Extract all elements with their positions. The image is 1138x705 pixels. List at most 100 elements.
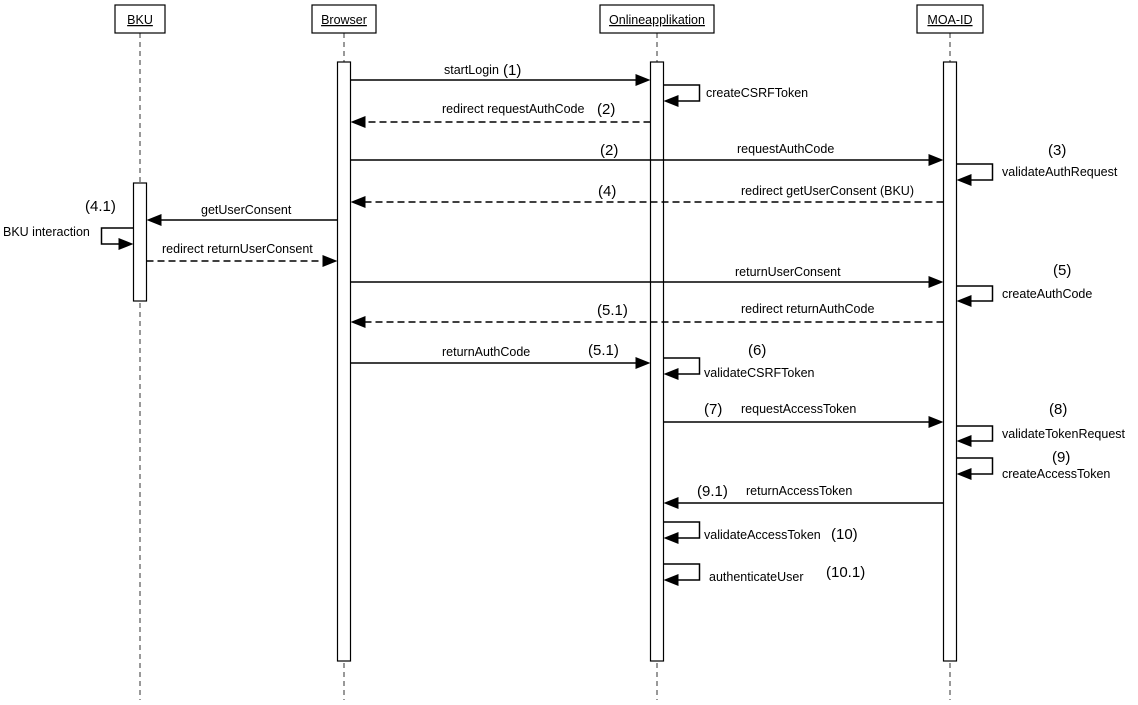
message-label: (5.1) (588, 342, 619, 359)
participant-label-bku: BKU (127, 13, 153, 27)
message-createAuthCode: createAuthCode (956, 285, 1092, 307)
message-label: (10) (831, 526, 858, 543)
message-validateAuthRequest: validateAuthRequest (956, 163, 1118, 186)
message-label: startLogin (444, 63, 499, 77)
participant-browser: Browser (311, 4, 377, 34)
message-label: redirect returnAuthCode (741, 302, 874, 316)
message-label: createAccessToken (1002, 467, 1110, 481)
message-returnUserConsent: returnUserConsent (5) (350, 262, 1071, 288)
message-label: requestAccessToken (741, 402, 856, 416)
activation-bar-browser (336, 61, 352, 662)
message-label: (5.1) (597, 302, 628, 319)
message-validateTokenRequest: validateTokenRequest (956, 425, 1126, 447)
message-label: validateTokenRequest (1002, 427, 1126, 441)
message-label: redirect requestAuthCode (442, 102, 584, 116)
self-message-line (956, 457, 994, 475)
arrowhead-icon (322, 255, 338, 267)
arrowhead-icon (663, 574, 679, 586)
arrowhead-icon (350, 196, 366, 208)
arrowhead-icon (956, 468, 972, 480)
arrowhead-icon (956, 435, 972, 447)
message-label: authenticateUser (709, 570, 804, 584)
participant-box-onlineapp (599, 4, 715, 34)
message-redirect-returnUserConsent: redirect returnUserConsent (146, 242, 338, 267)
activation-bar-bku (132, 182, 148, 302)
message-redirect-getUserConsent: (4) redirect getUserConsent (BKU) (350, 183, 944, 208)
self-message-line (100, 227, 134, 245)
activation-bar-moaid (942, 61, 958, 662)
activation-bar-onlineapp (649, 61, 665, 662)
self-message-line (956, 425, 994, 442)
participant-bku: BKU (114, 4, 166, 34)
message-label: (7) (704, 401, 722, 418)
message-label: validateCSRFToken (704, 366, 815, 380)
message-label: validateAccessToken (704, 528, 821, 542)
message-label: redirect getUserConsent (BKU) (741, 184, 914, 198)
participant-moaid: MOA-ID (916, 4, 984, 34)
participant-box-bku (114, 4, 166, 34)
self-message-line (663, 357, 701, 375)
message-label: (2) (597, 101, 615, 118)
message-bku-interaction: BKU interaction (3, 225, 134, 250)
message-getUserConsent: (4.1)getUserConsent (85, 198, 338, 226)
self-message-line (663, 563, 701, 581)
message-redirect-returnAuthCode: (5.1) redirect returnAuthCode (350, 302, 944, 328)
message-requestAuthCode: (2) requestAuthCode (3) (350, 142, 1066, 166)
arrowhead-icon (350, 116, 366, 128)
self-message-line (956, 285, 994, 302)
message-createCSRFToken: createCSRFToken (663, 84, 808, 107)
message-label: returnUserConsent (735, 265, 841, 279)
message-startLogin: startLogin (1) (350, 62, 651, 86)
message-label: (4) (598, 183, 616, 200)
arrowhead-icon (663, 532, 679, 544)
participant-label-moaid: MOA-ID (927, 13, 972, 27)
message-returnAccessToken: (9.1) returnAccessToken (663, 483, 944, 509)
arrowhead-icon (635, 74, 651, 86)
message-label: (2) (600, 142, 618, 159)
arrowhead-icon (956, 295, 972, 307)
participant-label-browser: Browser (321, 13, 367, 27)
self-message-line (956, 163, 994, 181)
message-validateAccessToken: validateAccessToken (10) (663, 521, 858, 544)
message-label: redirect returnUserConsent (162, 242, 313, 256)
arrowhead-icon (350, 316, 366, 328)
self-message-line (663, 521, 701, 539)
arrowhead-icon (146, 214, 162, 226)
participant-box-moaid (916, 4, 984, 34)
arrowhead-icon (928, 276, 944, 288)
message-label: (8) (1049, 401, 1067, 418)
message-label: (9.1) (697, 483, 728, 500)
arrowhead-icon (928, 416, 944, 428)
arrowhead-icon (118, 238, 134, 250)
arrowhead-icon (635, 357, 651, 369)
arrowhead-icon (663, 497, 679, 509)
message-label: (5) (1053, 262, 1071, 279)
message-validateCSRFToken: (6)validateCSRFToken (663, 342, 815, 380)
arrowhead-icon (928, 154, 944, 166)
message-label: (10.1) (826, 564, 865, 581)
self-message-line (663, 84, 701, 102)
message-label: requestAuthCode (737, 142, 834, 156)
message-redirect-requestAuthCode: redirect requestAuthCode (2) (350, 101, 651, 128)
message-label: returnAuthCode (442, 345, 530, 359)
message-requestAccessToken: (7) requestAccessToken (8) (663, 401, 1067, 428)
message-label: (3) (1048, 142, 1066, 159)
message-label: createCSRFToken (706, 86, 808, 100)
message-authenticateUser: authenticateUser (10.1) (663, 563, 865, 586)
message-label: (1) (503, 62, 521, 79)
message-label: (9) (1052, 449, 1070, 466)
message-label: validateAuthRequest (1002, 165, 1118, 179)
participant-label-onlineapp: Onlineapplikation (609, 13, 705, 27)
participant-onlineapp: Onlineapplikation (599, 4, 715, 34)
message-label: createAuthCode (1002, 287, 1092, 301)
message-label: getUserConsent (201, 203, 292, 217)
message-returnAuthCode: returnAuthCode (5.1) (350, 342, 651, 369)
message-createAccessToken: (9)createAccessToken (956, 449, 1110, 481)
arrowhead-icon (663, 95, 679, 107)
participant-box-browser (311, 4, 377, 34)
message-label: returnAccessToken (746, 484, 852, 498)
arrowhead-icon (663, 368, 679, 380)
arrowhead-icon (956, 174, 972, 186)
